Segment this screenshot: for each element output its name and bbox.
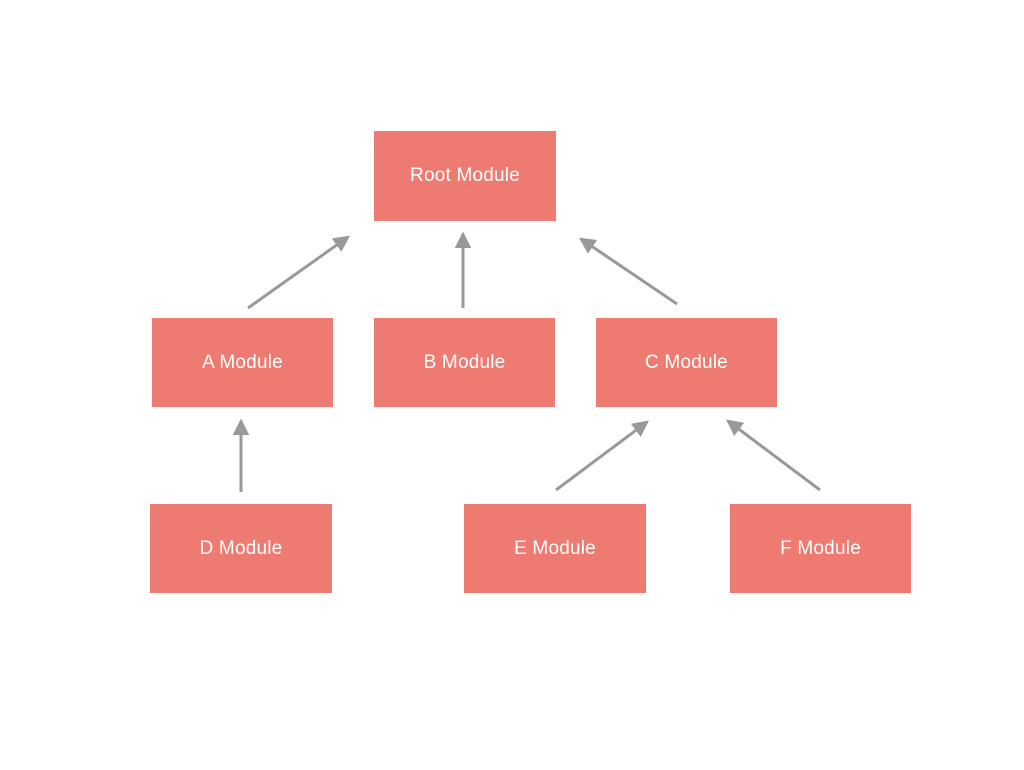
node-f-module-label: F Module	[780, 537, 861, 559]
arrow-c-to-root	[578, 237, 678, 306]
arrow-f-to-c	[726, 419, 821, 492]
node-d-module-label: D Module	[199, 537, 283, 559]
node-e-module: E Module	[464, 504, 646, 593]
node-f-module: F Module	[730, 504, 911, 593]
node-root-module: Root Module	[374, 131, 556, 221]
node-root-module-label: Root Module	[410, 165, 520, 186]
node-c-module: C Module	[596, 318, 777, 407]
node-e-module-label: E Module	[514, 537, 596, 559]
arrow-a-to-root	[247, 235, 351, 310]
node-c-module-label: C Module	[645, 351, 728, 373]
node-a-module-label: A Module	[202, 351, 283, 373]
node-a-module: A Module	[152, 318, 333, 407]
node-b-module: B Module	[374, 318, 555, 407]
arrow-e-to-c	[555, 420, 649, 492]
node-d-module: D Module	[150, 504, 332, 593]
node-b-module-label: B Module	[423, 351, 506, 373]
